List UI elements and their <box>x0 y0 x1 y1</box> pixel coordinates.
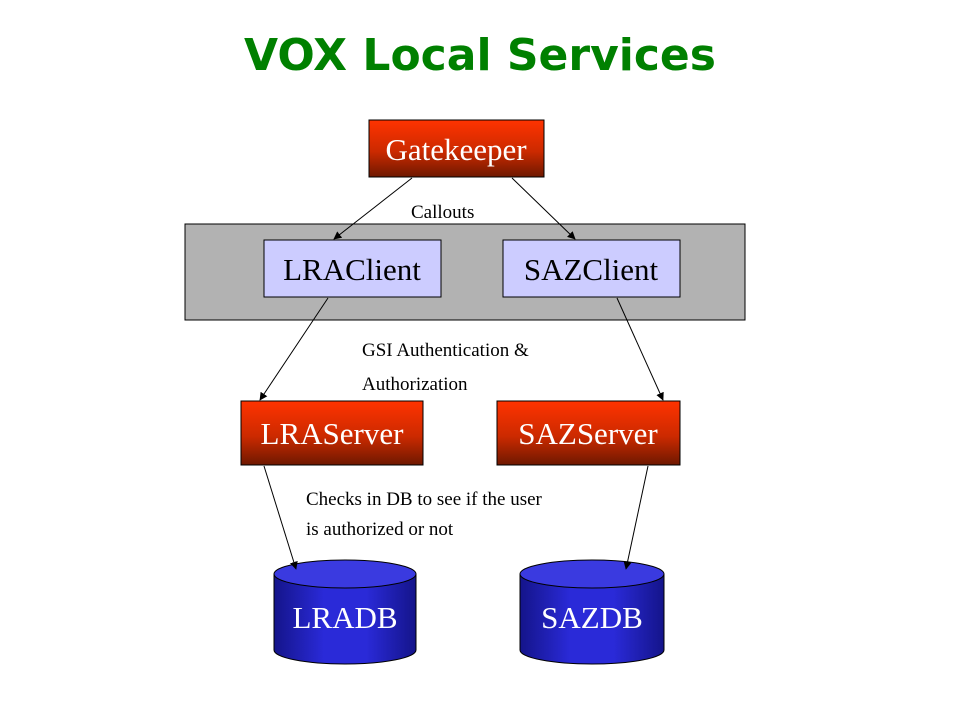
gatekeeper-label: Gatekeeper <box>385 132 527 167</box>
callouts-label: Callouts <box>411 202 474 223</box>
gsi-label-line2: Authorization <box>362 374 468 395</box>
saz-server-label: SAZServer <box>518 416 658 451</box>
arrow-lraserver-to-lradb <box>263 465 298 570</box>
lra-db-cylinder: LRADB <box>273 559 417 665</box>
arrow-gatekeeper-to-lraclient <box>333 177 413 240</box>
arrow-gatekeeper-to-sazclient <box>511 177 576 240</box>
arrow-sazclient-to-sazserver <box>616 297 664 401</box>
saz-client-node: SAZClient <box>502 239 681 298</box>
arrow-sazserver-to-sazdb <box>623 465 649 570</box>
checks-label-line1: Checks in DB to see if the user <box>306 489 543 510</box>
saz-db-cylinder: SAZDB <box>519 559 665 665</box>
lra-server-node: LRAServer <box>240 400 424 466</box>
lra-server-label: LRAServer <box>261 416 405 451</box>
gatekeeper-node: Gatekeeper <box>368 119 545 178</box>
saz-client-label: SAZClient <box>524 252 659 287</box>
lra-db-label: LRADB <box>292 600 397 635</box>
lra-client-node: LRAClient <box>263 239 442 298</box>
saz-server-node: SAZServer <box>496 400 681 466</box>
gsi-label-line1: GSI Authentication & <box>362 340 529 361</box>
arrow-lraclient-to-lraserver <box>259 297 329 401</box>
lra-client-label: LRAClient <box>283 252 421 287</box>
saz-db-label: SAZDB <box>541 600 643 635</box>
checks-label-line2: is authorized or not <box>306 519 454 540</box>
page-title: VOX Local Services <box>244 30 716 81</box>
